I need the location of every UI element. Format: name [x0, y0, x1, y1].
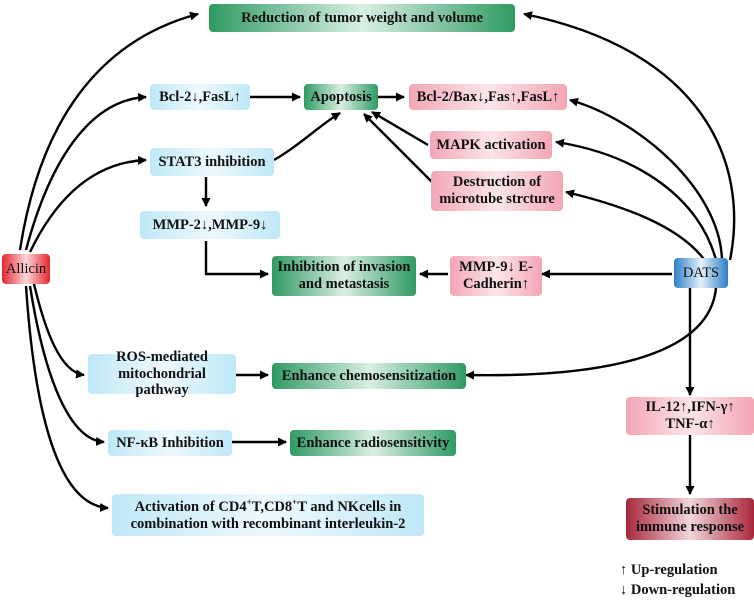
arrow-microtube-apoptosis: [363, 113, 435, 185]
node-allicin: Allicin: [2, 254, 50, 284]
arrow-mapk-apoptosis: [371, 110, 429, 147]
arrow-dats-bcl2bax: [569, 97, 724, 261]
node-nfkb: NF-κB Inhibition: [108, 430, 232, 456]
node-apoptosis: Apoptosis: [304, 84, 378, 110]
node-mmp9-ecad: MMP-9↓ E-Cadherin↑: [450, 256, 542, 296]
legend-down: ↓ Down-regulation: [620, 582, 736, 598]
node-stat3: STAT3 inhibition: [150, 148, 274, 176]
arrow-dats-mapk: [555, 138, 718, 261]
arrow-allicin-nfkb: [28, 285, 105, 447]
arrow-stat3-apoptosis: [273, 111, 341, 162]
arrow-allicin-stat3: [28, 155, 147, 253]
node-radio: Enhance radiosensitivity: [290, 430, 456, 456]
arrow-dats-microtube: [565, 189, 707, 263]
arrow-allicin-bcl2: [24, 92, 147, 251]
activation-line-1: Activation of CD4+T,CD8+T and NKcells in: [134, 497, 402, 516]
legend-up: ↑ Up-regulation: [620, 562, 718, 578]
arrow-dats-chemo: [465, 287, 718, 380]
node-dats: DATS: [674, 258, 728, 288]
arrow-allicin-activation: [24, 285, 109, 512]
node-invasion: Inhibition of invasion and metastasis: [272, 256, 416, 296]
arrow-mmp-invasion: [204, 241, 269, 279]
node-ros: ROS-mediated mitochondrial pathway: [88, 349, 236, 398]
node-immune: Stimulation the immune response: [626, 498, 754, 540]
activation-line-2: combination with recombinant interleukin…: [130, 515, 406, 532]
arrow-dats-reduction: [523, 11, 736, 261]
node-bcl2-bax: Bcl-2/Bax↓,Fas↑,FasL↑: [409, 84, 567, 110]
arrow-allicin-ros: [32, 283, 85, 379]
arrow-allicin-reduction: [18, 11, 199, 251]
node-microtube: Destruction of microtube strcture: [431, 171, 563, 211]
node-mmp2-mmp9: MMP-2↓,MMP-9↓: [140, 211, 280, 239]
node-mapk: MAPK activation: [430, 131, 552, 159]
node-chemo: Enhance chemosensitization: [272, 363, 466, 389]
node-il12: IL-12↑,IFN-γ↑ TNF-α↑: [626, 397, 754, 435]
node-reduction: Reduction of tumor weight and volume: [209, 4, 515, 32]
node-bcl2-fasl: Bcl-2↓,FasL↑: [150, 84, 250, 110]
node-activation: Activation of CD4+T,CD8+T and NKcells in…: [112, 494, 424, 536]
